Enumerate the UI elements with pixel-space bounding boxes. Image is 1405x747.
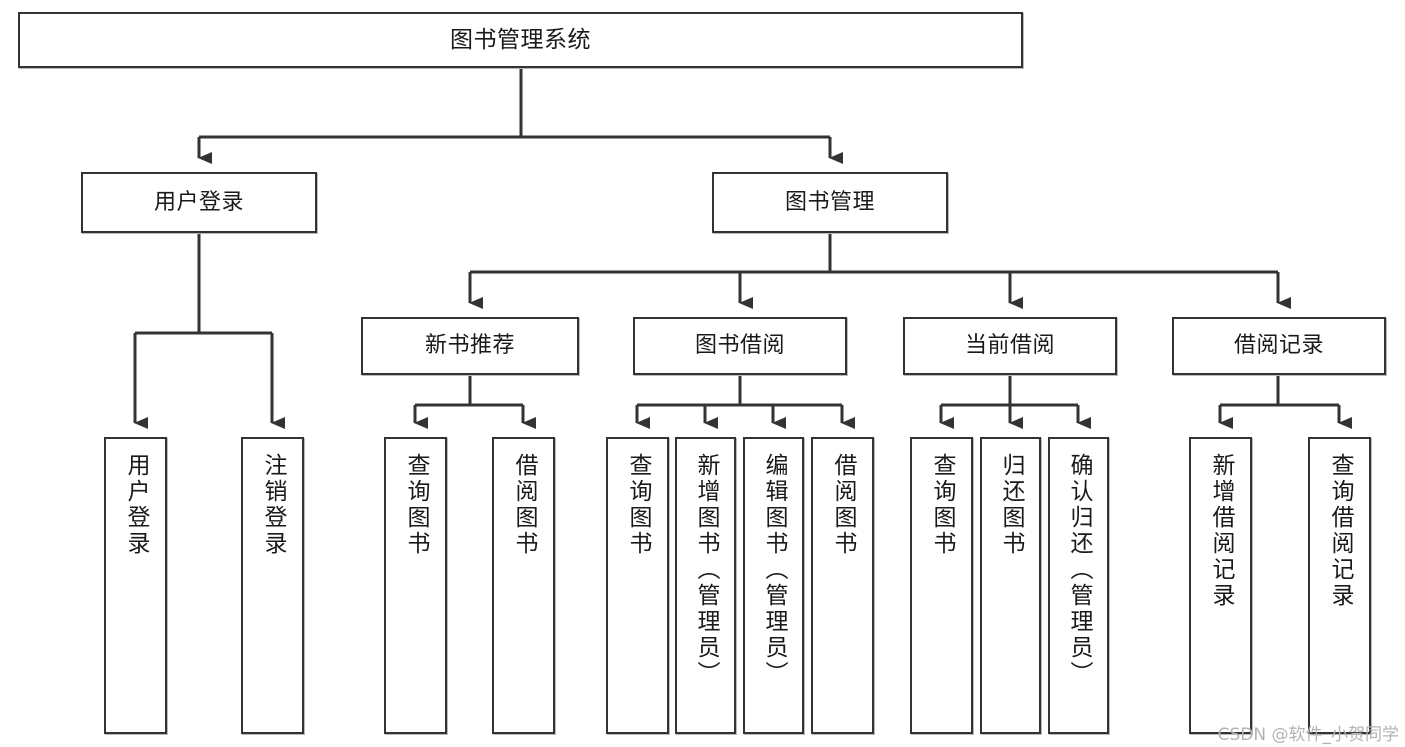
node-leaf-borrow-book-1-label: 借阅图书 xyxy=(511,453,537,557)
watermark: CSDN @软件_小贺同学 xyxy=(1217,725,1399,745)
node-leaf-query-book-2[interactable]: 查询图书 xyxy=(606,437,669,734)
node-leaf-edit-book-label: 编辑图书（管理员） xyxy=(761,453,787,687)
node-leaf-query-book-3-label: 查询图书 xyxy=(929,453,955,557)
node-new-book-rec[interactable]: 新书推荐 xyxy=(361,317,579,375)
node-book-manage-label: 图书管理 xyxy=(784,189,875,215)
node-user-login[interactable]: 用户登录 xyxy=(81,172,317,233)
node-leaf-add-record[interactable]: 新增借阅记录 xyxy=(1189,437,1252,734)
node-leaf-borrow-book-2-label: 借阅图书 xyxy=(830,453,856,557)
node-borrow-record[interactable]: 借阅记录 xyxy=(1172,317,1386,375)
node-leaf-edit-book[interactable]: 编辑图书（管理员） xyxy=(743,437,804,734)
node-leaf-user-login[interactable]: 用户登录 xyxy=(104,437,167,734)
node-book-manage[interactable]: 图书管理 xyxy=(712,172,948,233)
node-leaf-confirm-return[interactable]: 确认归还（管理员） xyxy=(1048,437,1109,734)
node-leaf-add-record-label: 新增借阅记录 xyxy=(1208,453,1234,609)
node-user-login-label: 用户登录 xyxy=(153,189,244,215)
node-leaf-query-record[interactable]: 查询借阅记录 xyxy=(1308,437,1371,734)
node-new-book-rec-label: 新书推荐 xyxy=(424,333,515,359)
node-root[interactable]: 图书管理系统 xyxy=(18,12,1023,68)
node-leaf-query-book-1[interactable]: 查询图书 xyxy=(384,437,447,734)
node-current-borrow-label: 当前借阅 xyxy=(964,333,1055,359)
node-borrow-record-label: 借阅记录 xyxy=(1233,333,1324,359)
node-root-label: 图书管理系统 xyxy=(450,26,591,53)
node-leaf-query-book-2-label: 查询图书 xyxy=(625,453,651,557)
node-leaf-query-book-3[interactable]: 查询图书 xyxy=(910,437,973,734)
node-leaf-borrow-book-1[interactable]: 借阅图书 xyxy=(492,437,555,734)
node-leaf-query-record-label: 查询借阅记录 xyxy=(1327,453,1353,609)
node-leaf-user-logout-label: 注销登录 xyxy=(260,453,286,557)
node-leaf-query-book-1-label: 查询图书 xyxy=(403,453,429,557)
node-leaf-add-book-label: 新增图书（管理员） xyxy=(693,453,719,687)
node-leaf-add-book[interactable]: 新增图书（管理员） xyxy=(675,437,736,734)
node-leaf-user-login-label: 用户登录 xyxy=(123,453,149,557)
node-leaf-user-logout[interactable]: 注销登录 xyxy=(241,437,304,734)
node-leaf-return-book[interactable]: 归还图书 xyxy=(980,437,1041,734)
node-leaf-confirm-return-label: 确认归还（管理员） xyxy=(1066,453,1092,687)
node-leaf-borrow-book-2[interactable]: 借阅图书 xyxy=(811,437,874,734)
node-book-borrow[interactable]: 图书借阅 xyxy=(633,317,847,375)
node-book-borrow-label: 图书借阅 xyxy=(694,333,785,359)
node-current-borrow[interactable]: 当前借阅 xyxy=(903,317,1117,375)
node-leaf-return-book-label: 归还图书 xyxy=(998,453,1024,557)
